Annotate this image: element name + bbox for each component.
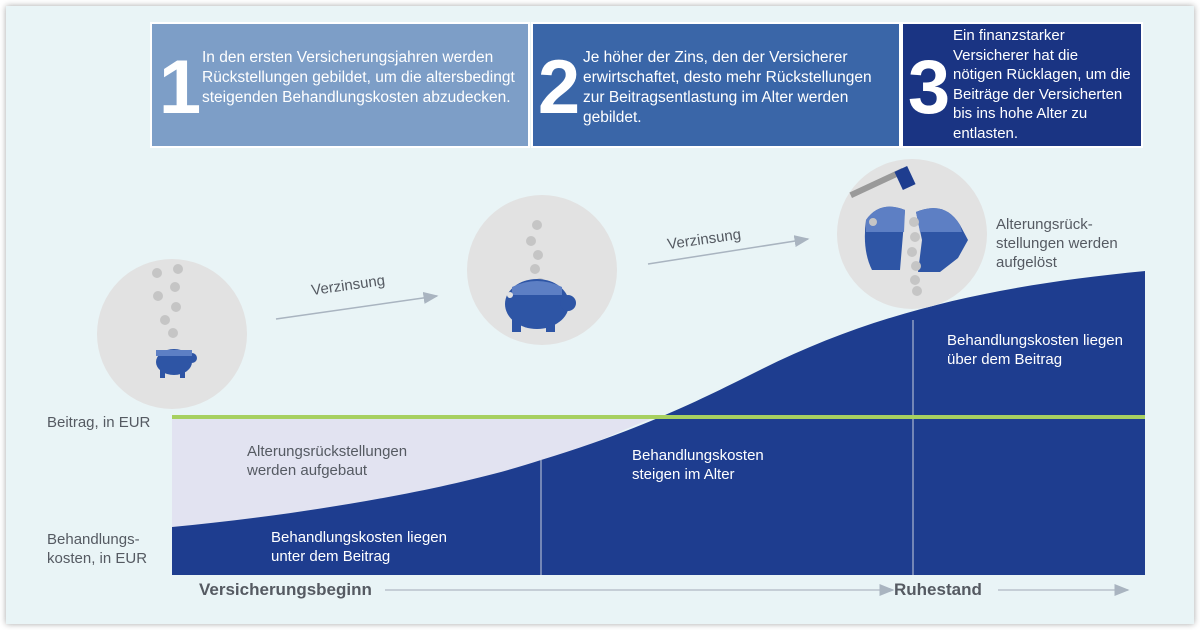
step-3-text: Ein finanzstarker Versicherer hat die nö… (953, 27, 1131, 142)
step-1-number: 1 (158, 45, 202, 130)
reserve-area (172, 417, 656, 527)
alterungsrueckstellungen-aufgeloest-label: Alterungsrück-stellungen werden aufgelös… (996, 216, 1118, 271)
timeline-start-label: Versicherungsbeginn (199, 580, 372, 599)
step-1-box: 1 In den ersten Versicherungsjahren werd… (150, 22, 530, 148)
step-2-text: Je höher der Zins, den der Versicherer e… (583, 49, 872, 126)
step-3-number: 3 (907, 45, 951, 130)
step-2-box: 2 Je höher der Zins, den der Versicherer… (531, 22, 901, 148)
verzinsung-arrow-1 (275, 291, 439, 320)
costs-above-label: Behandlungskosten liegen über dem Beitra… (947, 332, 1123, 368)
reserve-build-label: Alterungsrückstellungen werden aufgebaut (247, 443, 408, 479)
timeline-end-label: Ruhestand (894, 580, 982, 599)
verzinsung-arrow-2 (647, 235, 810, 265)
piggy-bank-2-icon (467, 195, 617, 345)
costs-rising-label: Behandlungskosten steigen im Alter (632, 447, 764, 483)
piggy-bank-1-icon (97, 259, 247, 409)
step-1-text: In den ersten Versicherungsjahren werden… (202, 49, 515, 106)
costs-below-label: Behandlungskosten liegen unter dem Beitr… (271, 529, 447, 565)
kosten-axis-label: Behandlungs-kosten, in EUR (47, 531, 148, 567)
step-3-box: 3 Ein finanzstarker Versicherer hat die … (901, 22, 1143, 148)
cost-area (172, 271, 1145, 575)
beitrag-axis-label: Beitrag, in EUR (47, 414, 151, 431)
step-2-number: 2 (537, 45, 581, 130)
broken-piggy-bank-icon (837, 159, 987, 309)
